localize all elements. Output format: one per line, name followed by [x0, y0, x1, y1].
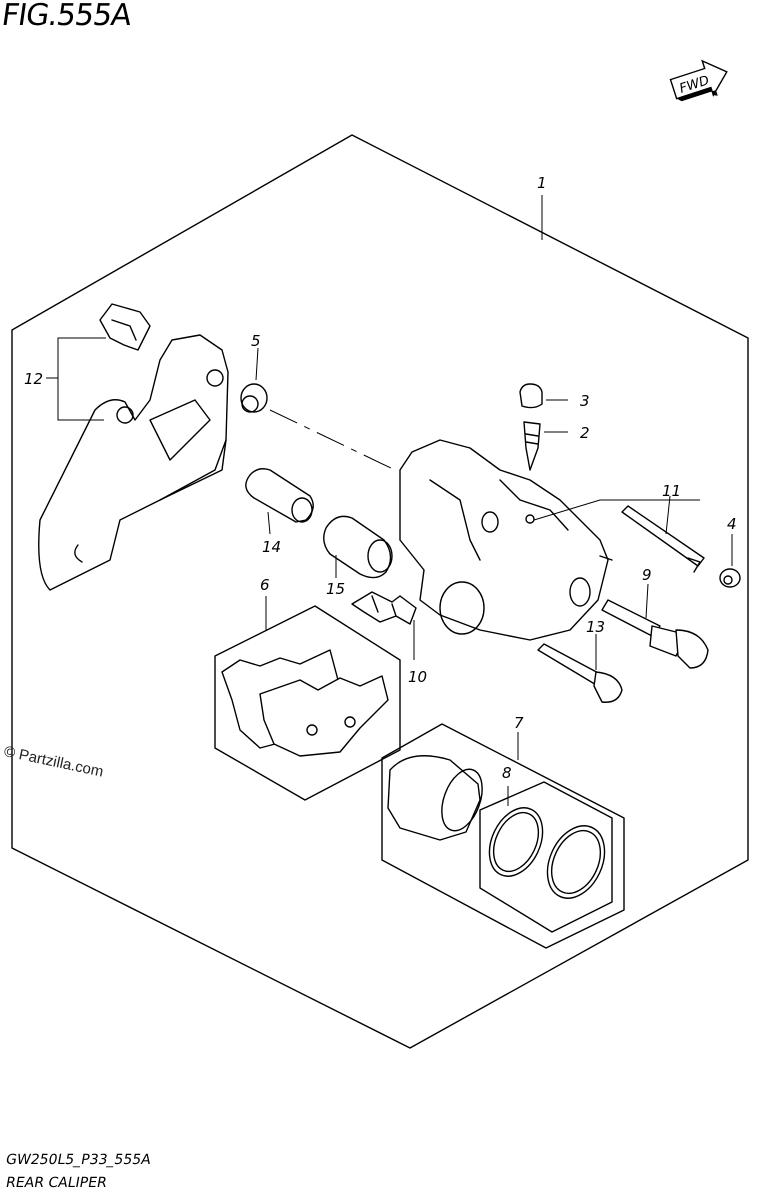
caliper-bolt-part: [537, 643, 623, 703]
pad-spring-part: [351, 591, 417, 625]
fwd-arrow-icon: FWD: [669, 59, 728, 102]
bleeder-valve-part: [523, 421, 541, 471]
callout-4: 4: [727, 515, 737, 533]
callout-3: 3: [580, 392, 590, 410]
piston-kit-outline: [381, 723, 625, 949]
callout-6: 6: [260, 576, 270, 594]
piston-part: [387, 755, 483, 841]
boot-part: [240, 383, 268, 413]
caliper-body-part: [399, 439, 613, 641]
callout-5: 5: [251, 332, 261, 350]
callout-10: 10: [408, 668, 427, 686]
piston-seal-part: [488, 807, 606, 899]
callout-9: 9: [642, 566, 652, 584]
bleeder-cap-part: [519, 383, 543, 409]
callout-2: 2: [580, 424, 590, 442]
brake-pad-part: [221, 649, 389, 757]
callout-15: 15: [326, 580, 345, 598]
pad-set-outline: [214, 605, 401, 801]
assembly-outline: [11, 134, 749, 1049]
model-code: GW250L5_P33_555A: [4, 1152, 153, 1168]
boot-2-part: [323, 515, 393, 579]
sleeve-part: [245, 468, 314, 523]
caliper-bracket-part: [38, 303, 229, 591]
callout-1: 1: [537, 174, 547, 192]
nut-part: [719, 568, 741, 588]
callout-13: 13: [586, 618, 605, 636]
callout-11: 11: [662, 482, 681, 500]
callout-8: 8: [502, 764, 512, 782]
slide-pin-bolt-part: [601, 599, 709, 669]
seal-kit-outline: [479, 781, 613, 933]
callout-7: 7: [514, 714, 524, 732]
pad-pin-part: [621, 505, 705, 573]
assembly-name: REAR CALIPER: [4, 1175, 109, 1191]
callout-14: 14: [262, 538, 281, 556]
callout-12: 12: [24, 370, 43, 388]
